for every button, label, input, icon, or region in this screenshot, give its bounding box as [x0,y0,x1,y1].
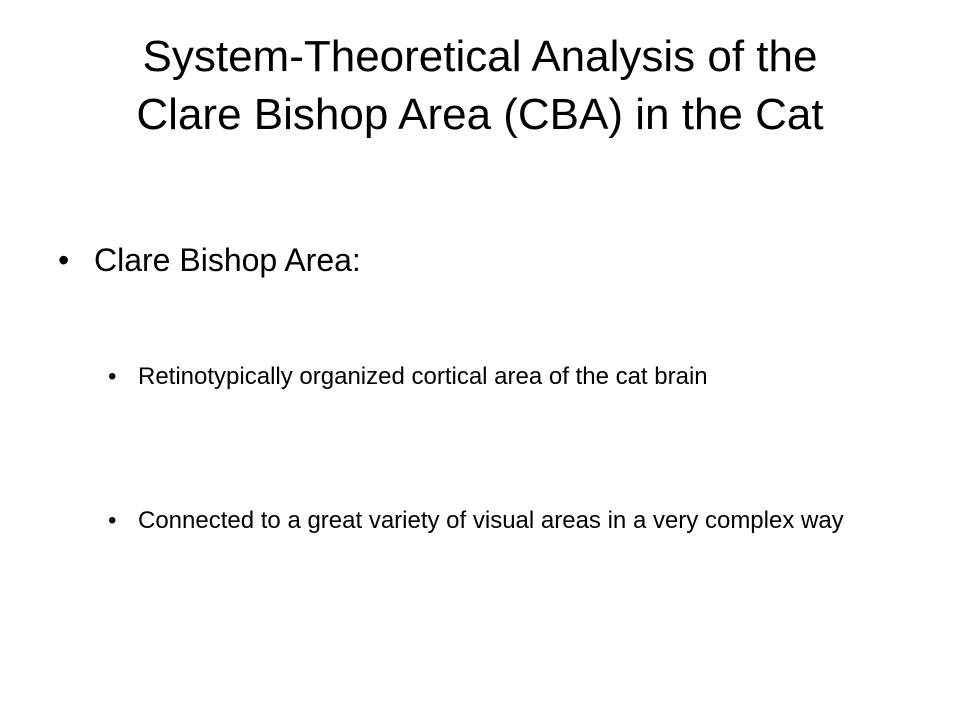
sub-bullet-2: • Connected to a great variety of visual… [108,504,908,538]
slide-title-line-2: Clare Bishop Area (CBA) in the Cat [136,90,824,139]
slide-title: System-Theoretical Analysis of the Clare… [40,28,920,144]
sub-bullet-1: • Retinotypically organized cortical are… [108,360,908,394]
bullet-dot-icon: • [58,242,70,278]
sub-bullet-text: Connected to a great variety of visual a… [138,507,844,534]
bullet-dot-icon: • [108,507,117,534]
bullet-dot-icon: • [108,363,117,390]
main-bullet-text: Clare Bishop Area: [94,242,361,278]
sub-bullet-text: Retinotypically organized cortical area … [138,363,708,390]
main-bullet: • Clare Bishop Area: [58,240,898,280]
slide-title-line-1: System-Theoretical Analysis of the [142,32,818,81]
